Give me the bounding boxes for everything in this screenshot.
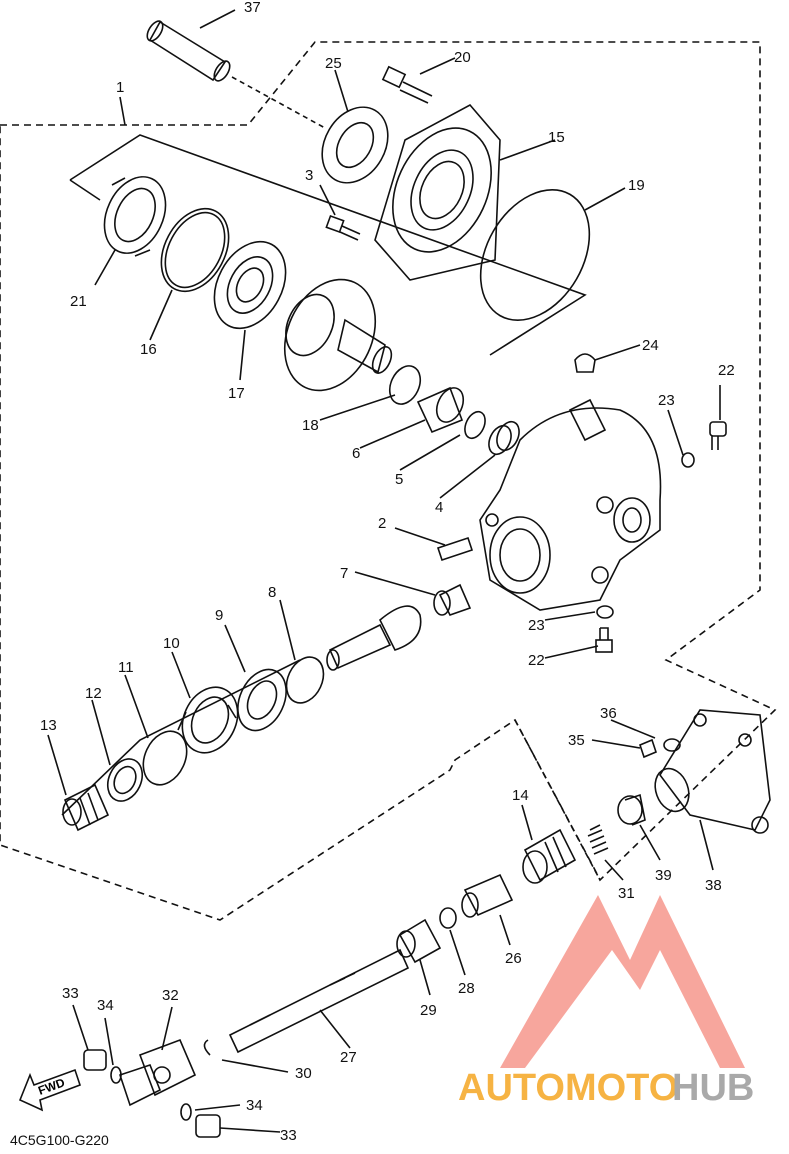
part-24-cap (574, 353, 596, 373)
callout-11: 11 (118, 659, 134, 676)
part-14-boot (522, 828, 577, 884)
part-11-o-ring (142, 730, 188, 786)
pinion-shaft (326, 605, 422, 671)
watermark-brand-b: HUB (672, 1067, 754, 1109)
callout-35: 35 (568, 732, 585, 749)
part-29-coupling (396, 918, 442, 964)
part-33-cap-upper (83, 1049, 107, 1071)
callout-14: 14 (512, 787, 529, 804)
callout-3: 3 (305, 167, 313, 184)
part-38-housing (654, 709, 771, 834)
callout-19: 19 (628, 177, 645, 194)
callout-23: 23 (658, 392, 675, 409)
part-23-washer-lower (596, 605, 614, 619)
callout-6: 6 (352, 445, 360, 462)
callout-34-2: 34 (246, 1097, 263, 1114)
part-7-bearing (433, 583, 472, 616)
callout-34: 34 (97, 997, 114, 1014)
callout-21: 21 (70, 293, 87, 310)
ring-gear (283, 278, 393, 392)
callout-5: 5 (395, 471, 403, 488)
callout-23-2: 23 (528, 617, 545, 634)
callout-37: 37 (244, 0, 261, 16)
part-10-nut (177, 686, 239, 754)
callout-33: 33 (62, 985, 79, 1002)
callout-7: 7 (340, 565, 348, 582)
part-13-boot (62, 783, 110, 832)
callout-12: 12 (85, 685, 102, 702)
part-16-o-ring (160, 207, 230, 293)
part-22-bolt-lower (595, 627, 613, 653)
part-36-washer (663, 738, 681, 752)
callout-13: 13 (40, 717, 57, 734)
callout-22: 22 (718, 362, 735, 379)
callout-36: 36 (600, 705, 617, 722)
part-28-circlip (439, 907, 457, 929)
callout-33-2: 33 (280, 1127, 297, 1144)
assembly-boundary (0, 41, 777, 921)
mountain-a-logo-icon (500, 895, 745, 1068)
callout-10: 10 (163, 635, 180, 652)
part-17-bearing (213, 240, 287, 330)
part-32-universal-joint (118, 1038, 197, 1107)
callout-16: 16 (140, 341, 157, 358)
part-20-bolt (381, 65, 433, 104)
callout-30: 30 (295, 1065, 312, 1082)
part-2-stud (436, 536, 474, 562)
callout-25: 25 (325, 55, 342, 72)
part-9-bearing (237, 668, 287, 732)
callout-27: 27 (340, 1049, 357, 1066)
part-23-washer-upper (681, 452, 695, 468)
part-19-o-ring (479, 189, 591, 321)
callout-2: 2 (378, 515, 386, 532)
part-8-o-ring (285, 656, 325, 704)
callout-20: 20 (454, 49, 471, 66)
part-4-bushing (488, 420, 520, 456)
part-31-spring (587, 824, 609, 855)
part-6-bearing (416, 386, 465, 434)
part-27-drive-shaft (228, 948, 410, 1054)
callout-1: 1 (116, 79, 124, 96)
watermark-brand-a: AUTOMOTO (458, 1067, 678, 1109)
callout-4: 4 (435, 499, 443, 516)
callout-38: 38 (705, 877, 722, 894)
part-21-oil-seal (103, 176, 167, 257)
watermark-logo: AUTOMOTO HUB (458, 895, 754, 1109)
callout-8: 8 (268, 584, 276, 601)
gear-case (479, 398, 662, 611)
callout-39: 39 (655, 867, 672, 884)
callout-17: 17 (228, 385, 245, 402)
drawing-code: 4C5G100-G220 (10, 1132, 109, 1148)
part-25-washer (321, 106, 389, 184)
callout-22-2: 22 (528, 652, 545, 669)
callout-32: 32 (162, 987, 179, 1004)
part-39-bushing (617, 793, 646, 826)
part-30-circlip (203, 1039, 211, 1056)
part-34-circlip-lower (180, 1103, 192, 1121)
part-5-washer (464, 410, 486, 440)
part-22-bolt-upper (709, 421, 727, 450)
callout-29: 29 (420, 1002, 437, 1019)
callout-31: 31 (618, 885, 635, 902)
callout-28: 28 (458, 980, 475, 997)
part-34-circlip-upper (110, 1066, 122, 1084)
callout-9: 9 (215, 607, 223, 624)
callout-labels: 1234567891011121314151617181920212222232… (40, 0, 735, 1144)
part-37-sleeve (146, 20, 231, 82)
part-35-nut (639, 738, 657, 759)
callout-15: 15 (548, 129, 565, 146)
part-33-cap-lower (195, 1114, 221, 1138)
callout-26: 26 (505, 950, 522, 967)
forward-arrow-icon: FWD (18, 1068, 82, 1112)
part-18-shim (388, 365, 422, 405)
callout-18: 18 (302, 417, 319, 434)
part-15-housing (374, 103, 501, 281)
part-26-sleeve (461, 873, 514, 918)
callout-24: 24 (642, 337, 659, 354)
part-3-bolt (325, 214, 361, 241)
part-12-seal (106, 758, 144, 802)
